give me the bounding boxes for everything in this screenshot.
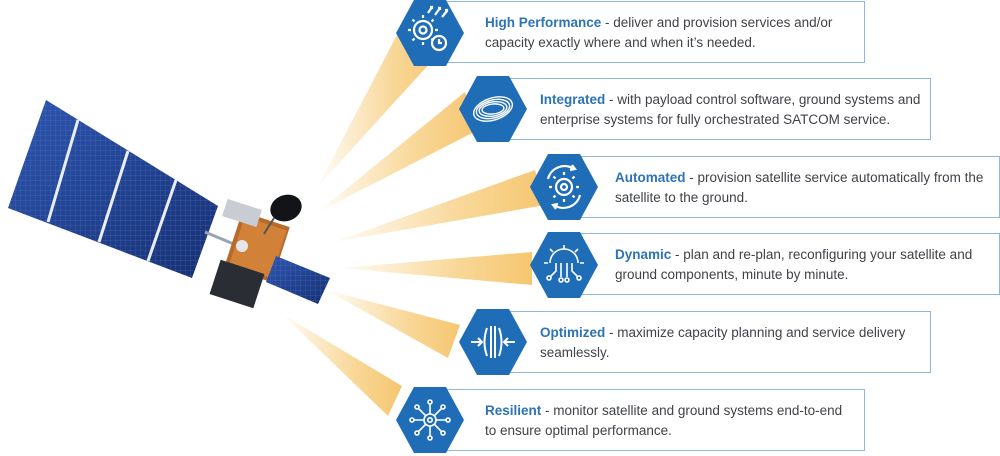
feature-title: High Performance <box>485 15 602 30</box>
feature-description: - maximize capacity planning and service… <box>540 325 906 360</box>
feature-card-integrated: Integrated - with payload control softwa… <box>488 78 931 140</box>
orbit-rings-icon <box>457 73 529 145</box>
feature-card-dynamic: Dynamic - plan and re-plan, reconfigurin… <box>566 233 1000 295</box>
satellite-illustration <box>8 100 330 309</box>
feature-description: - provision satellite service automatica… <box>615 170 984 205</box>
feature-card-resilient: Resilient - monitor satellite and ground… <box>432 389 865 451</box>
circuit-gear-icon <box>528 229 600 301</box>
gear-cycle-icon <box>528 151 600 223</box>
beam-resilient <box>282 314 402 416</box>
feature-card-optimized: Optimized - maximize capacity planning a… <box>488 311 931 373</box>
beam-integrated <box>318 92 478 212</box>
beam-optimized <box>326 290 460 358</box>
feature-description: - with payload control software, ground … <box>540 92 921 127</box>
feature-card-automated: Automated - provision satellite service … <box>566 156 1000 218</box>
feature-title: Dynamic <box>615 247 672 262</box>
feature-title: Integrated <box>540 92 606 107</box>
feature-title: Automated <box>615 170 686 185</box>
beam-automated <box>334 170 545 242</box>
feature-title: Resilient <box>485 403 542 418</box>
feature-description: - deliver and provision services and/or … <box>485 15 833 50</box>
compress-arrows-icon <box>457 306 529 378</box>
network-hub-icon <box>394 384 466 456</box>
feature-title: Optimized <box>540 325 606 340</box>
dish-antenna <box>270 194 302 222</box>
beam-dynamic <box>340 252 532 285</box>
gears-clock-icon <box>394 0 466 69</box>
feature-description: - plan and re-plan, reconfiguring your s… <box>615 247 973 282</box>
feature-description: - monitor satellite and ground systems e… <box>485 403 843 438</box>
feature-card-high-performance: High Performance - deliver and provision… <box>432 1 865 63</box>
